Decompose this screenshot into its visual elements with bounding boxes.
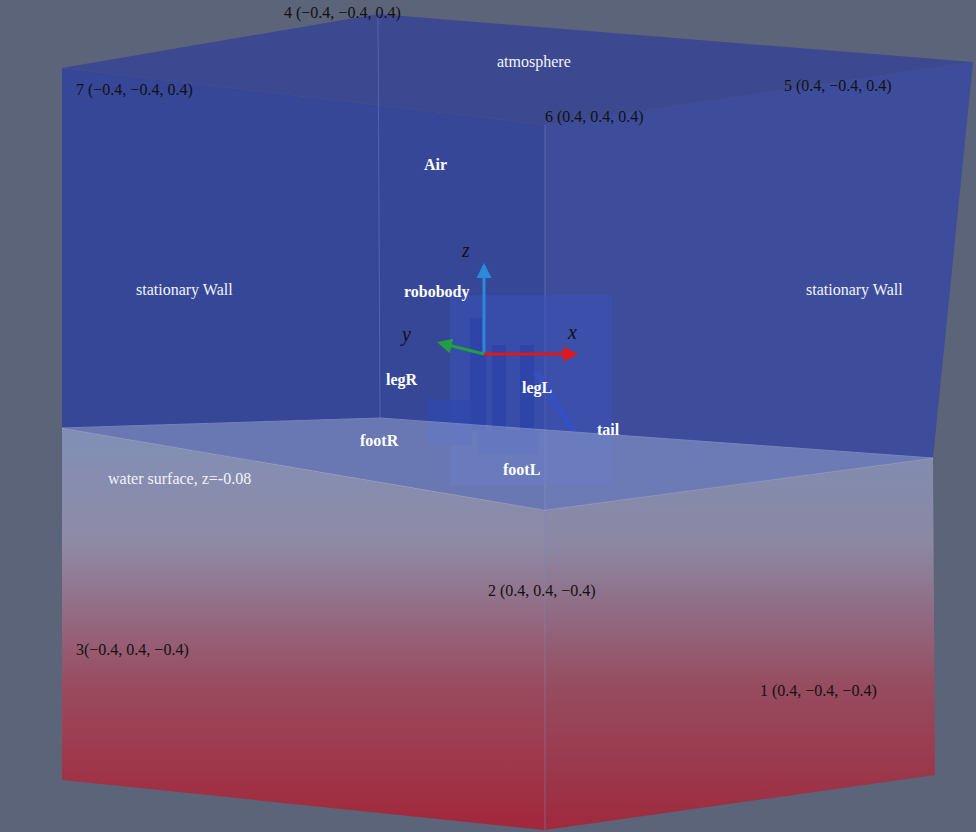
part-label: footL	[503, 460, 540, 479]
axis-label: z	[462, 238, 470, 262]
boundary-label: stationary Wall	[806, 280, 903, 299]
corner-label: 2 (0.4, 0.4, −0.4)	[488, 581, 596, 600]
atmosphere-top-face	[62, 14, 973, 125]
part-label: legL	[522, 378, 552, 397]
part-label: legR	[386, 370, 417, 389]
corner-label: 3(−0.4, 0.4, −0.4)	[76, 640, 189, 659]
boundary-label: stationary Wall	[136, 280, 233, 299]
axis-label: y	[402, 322, 411, 346]
part-label: tail	[597, 420, 619, 439]
boundary-label: water surface, z=-0.08	[108, 469, 251, 488]
water-surface-plane	[62, 418, 933, 510]
corner-label: 6 (0.4, 0.4, 0.4)	[545, 107, 644, 126]
part-label: footR	[360, 431, 398, 450]
corner-label: 5 (0.4, −0.4, 0.4)	[784, 76, 892, 95]
part-label: robobody	[404, 282, 470, 301]
corner-label: 4 (−0.4, −0.4, 0.4)	[284, 3, 401, 22]
water-right-face	[545, 458, 935, 830]
z-axis	[483, 266, 486, 354]
corner-label: 1 (0.4, −0.4, −0.4)	[760, 681, 877, 700]
boundary-label: atmosphere	[497, 52, 571, 71]
axis-label: x	[568, 320, 577, 344]
region-label: Air	[424, 155, 447, 174]
corner-label: 7 (−0.4, −0.4, 0.4)	[76, 80, 193, 99]
y-axis	[440, 343, 484, 354]
x-axis	[484, 353, 575, 356]
back-edge	[378, 14, 380, 418]
